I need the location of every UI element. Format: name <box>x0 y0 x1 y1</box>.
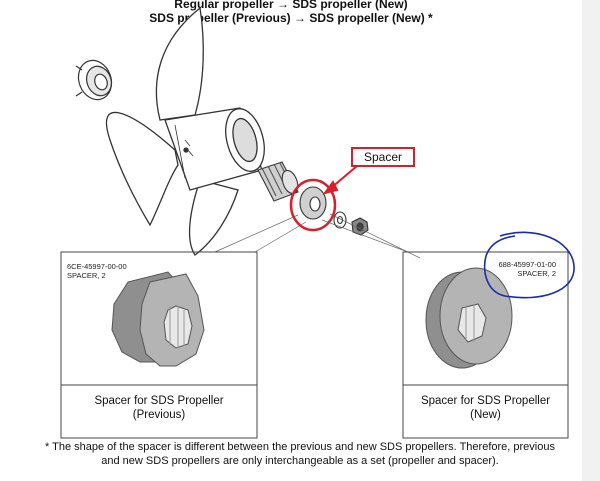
header-line-2: SDS propeller (Previous) → SDS propeller… <box>149 11 433 25</box>
splined-bushing <box>257 161 299 202</box>
spacer-highlight-circle <box>289 178 337 232</box>
spacer-callout-label: Spacer <box>351 147 415 167</box>
front-thrust-washer <box>75 59 113 101</box>
blue-annotation-circle <box>483 231 575 299</box>
footnote: * The shape of the spacer is different b… <box>0 440 600 468</box>
right-part-info: 688-45997-01-00 SPACER, 2 <box>496 260 556 278</box>
right-caption: Spacer for SDS Propeller (New) <box>403 394 568 422</box>
left-part-name: SPACER, 2 <box>67 271 106 280</box>
page-edge-strip <box>582 0 600 481</box>
left-panel-frame <box>60 251 258 439</box>
leader-lines <box>214 213 421 259</box>
header: Regular propeller → SDS propeller (New) … <box>0 0 582 25</box>
right-caption-line-2: (New) <box>470 409 501 421</box>
right-caption-line-1: Spacer for SDS Propeller <box>420 395 551 407</box>
right-part-name: SPACER, 2 <box>517 269 556 278</box>
right-part-number: 688-45997-01-00 <box>498 260 556 269</box>
washer <box>333 211 347 229</box>
right-panel-frame <box>402 251 569 439</box>
new-spacer-image <box>425 267 513 369</box>
left-part-info: 6CE-45997-00-00 SPACER, 2 <box>67 262 127 280</box>
propeller <box>105 6 265 256</box>
left-caption-line-1: Spacer for SDS Propeller <box>94 395 224 407</box>
propeller-nut <box>351 217 369 236</box>
spacer-arrow <box>322 165 358 195</box>
footnote-line-1: * The shape of the spacer is different b… <box>45 441 555 453</box>
left-caption: Spacer for SDS Propeller (Previous) <box>61 394 257 422</box>
spacer-part <box>299 186 327 220</box>
previous-spacer-image <box>111 271 205 367</box>
left-part-number: 6CE-45997-00-00 <box>67 262 127 271</box>
footnote-line-2: and new SDS propellers are only intercha… <box>101 455 499 467</box>
left-caption-line-2: (Previous) <box>132 409 186 421</box>
header-line-1: Regular propeller → SDS propeller (New) <box>174 0 408 11</box>
